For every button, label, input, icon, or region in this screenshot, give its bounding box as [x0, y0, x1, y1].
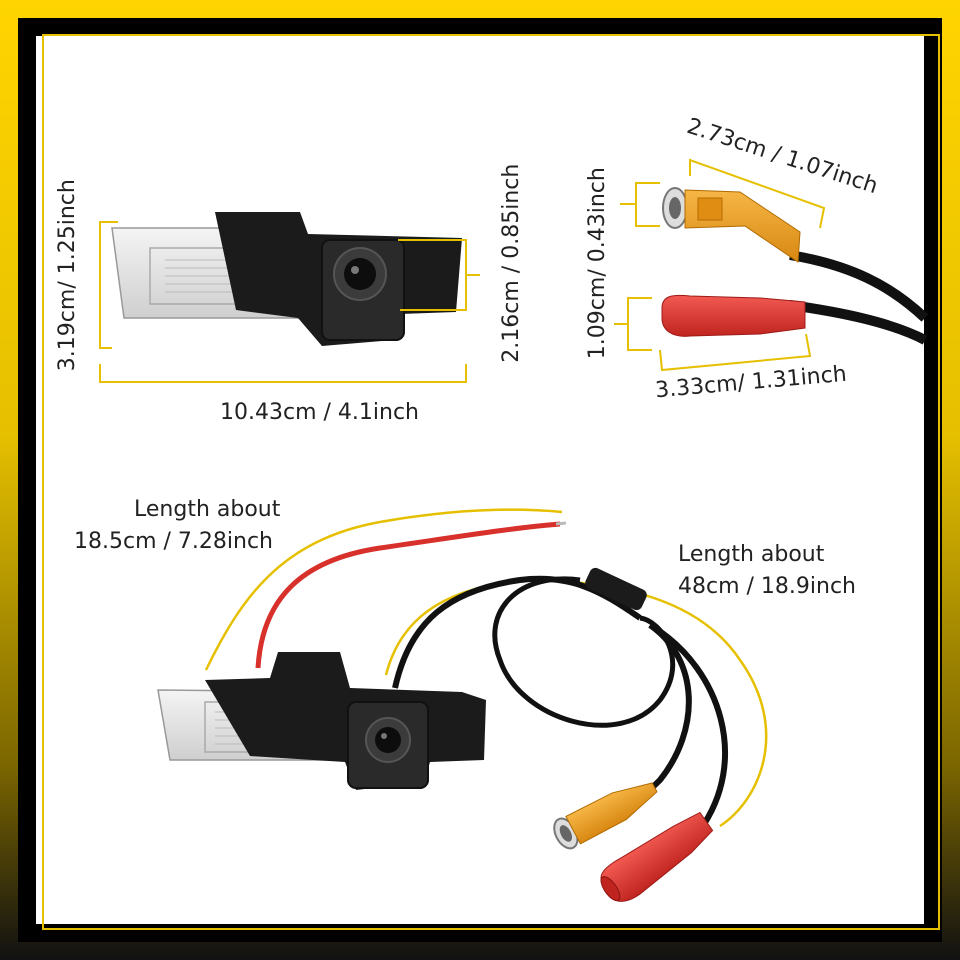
- camera-height-label: 3.19cm/ 1.25inch: [54, 179, 80, 372]
- long-cable-label-line2: 48cm / 18.9inch: [678, 574, 856, 599]
- dimension-brackets-camera: [99, 221, 480, 383]
- lens-height-label: 2.16cm / 0.85inch: [498, 163, 524, 363]
- rca-red-bottom: [600, 811, 714, 902]
- white-panel: [36, 36, 924, 924]
- short-cable-label-line2: 18.5cm / 7.28inch: [74, 529, 273, 554]
- long-cable-label-line1: Length about: [678, 542, 825, 567]
- camera-width-label: 10.43cm / 4.1inch: [220, 400, 419, 425]
- connectors-top: [661, 187, 929, 345]
- connector-height-label: 1.09cm/ 0.43inch: [584, 167, 610, 360]
- rca-yellow-bottom: [553, 782, 658, 850]
- wires-bottom: [255, 521, 729, 832]
- cable-length-guides: [204, 508, 768, 828]
- short-cable-label-line1: Length about: [134, 497, 281, 522]
- camera-top: [111, 212, 462, 346]
- dimension-brackets-connectors: [614, 158, 826, 372]
- camera-bottom: [157, 652, 486, 790]
